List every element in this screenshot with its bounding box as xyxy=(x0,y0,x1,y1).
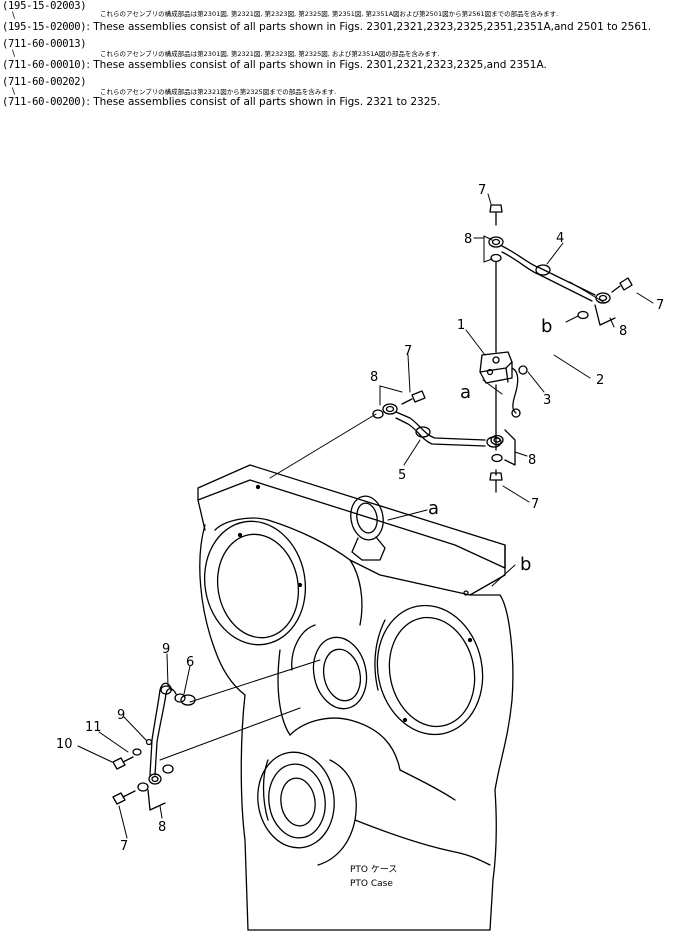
callout-4: 4 xyxy=(556,231,564,246)
part-number-711-60-00013: (711-60-00013) xyxy=(2,38,87,50)
case-label-en: PTO Case xyxy=(350,879,393,889)
callout-11: 11 xyxy=(85,720,102,735)
ref-b-tube: b xyxy=(541,316,552,337)
callout-3: 3 xyxy=(543,393,551,408)
tube-5 xyxy=(372,390,516,466)
callout-8-right: 8 xyxy=(619,324,627,339)
pto-case xyxy=(197,464,514,931)
ref-b-case: b xyxy=(520,554,531,575)
callout-1: 1 xyxy=(457,318,465,333)
callout-2: 2 xyxy=(596,373,604,388)
tube-6 xyxy=(112,682,196,811)
callout-5: 5 xyxy=(398,468,406,483)
japanese-note-2: これらのアセンブリの構成部品は第2301図, 第2321図, 第2323図, 第… xyxy=(100,50,440,58)
english-note-2: (711-60-00010): These assemblies consist… xyxy=(2,59,547,71)
callout-7-mid: 7 xyxy=(404,344,412,359)
english-note-1: (195-15-02000): These assemblies consist… xyxy=(2,21,651,33)
tube-vertical xyxy=(488,204,504,493)
callout-7-bottom: 7 xyxy=(120,839,128,854)
part-number-711-60-00200: (711-60-00200) xyxy=(2,96,87,108)
bracket-mark: \ xyxy=(12,11,16,21)
leader-lines xyxy=(77,193,654,839)
valve-block xyxy=(479,351,528,418)
lifting-eye xyxy=(350,495,386,561)
callout-9-lower: 9 xyxy=(117,708,125,723)
english-note-3-text: : These assemblies consist of all parts … xyxy=(86,96,441,108)
english-note-1-text: : These assemblies consist of all parts … xyxy=(86,21,652,33)
callout-9-upper: 9 xyxy=(162,642,170,657)
callout-8-mid-left: 8 xyxy=(370,370,378,385)
ref-a-eye: a xyxy=(428,498,439,519)
ref-a-valve: a xyxy=(460,382,471,403)
callout-10: 10 xyxy=(56,737,73,752)
callout-7-top: 7 xyxy=(478,183,486,198)
callout-labels: 1 2 3 4 5 6 7 7 7 7 7 8 8 8 8 8 9 9 10 1… xyxy=(56,183,664,889)
english-note-2-text: : These assemblies consist of all parts … xyxy=(86,59,547,71)
japanese-note-1: これらのアセンブリの構成部品は第2301図, 第2321図, 第2323図, 第… xyxy=(100,10,559,18)
part-number-195-15-02003: (195-15-02003) xyxy=(2,0,87,12)
callout-7-lower: 7 xyxy=(531,497,539,512)
part-number-195-15-02000: (195-15-02000) xyxy=(2,21,87,33)
case-label-jp: PTO ケース xyxy=(350,864,397,875)
part-number-711-60-00202: (711-60-00202) xyxy=(2,76,87,88)
callout-8-mid-right: 8 xyxy=(528,453,536,468)
callout-8-bottom: 8 xyxy=(158,820,166,835)
tube-4 xyxy=(501,245,633,326)
japanese-note-3: これらのアセンブリの構成部品は第2321図から第2325図までの部品を含みます. xyxy=(100,88,337,96)
bracket-mark: \ xyxy=(12,87,16,97)
callout-7-right: 7 xyxy=(656,298,664,313)
callout-6: 6 xyxy=(186,655,194,670)
bracket-mark: \ xyxy=(12,49,16,59)
callout-8-top: 8 xyxy=(464,232,472,247)
english-note-3: (711-60-00200): These assemblies consist… xyxy=(2,96,440,108)
part-number-711-60-00010: (711-60-00010) xyxy=(2,59,87,71)
